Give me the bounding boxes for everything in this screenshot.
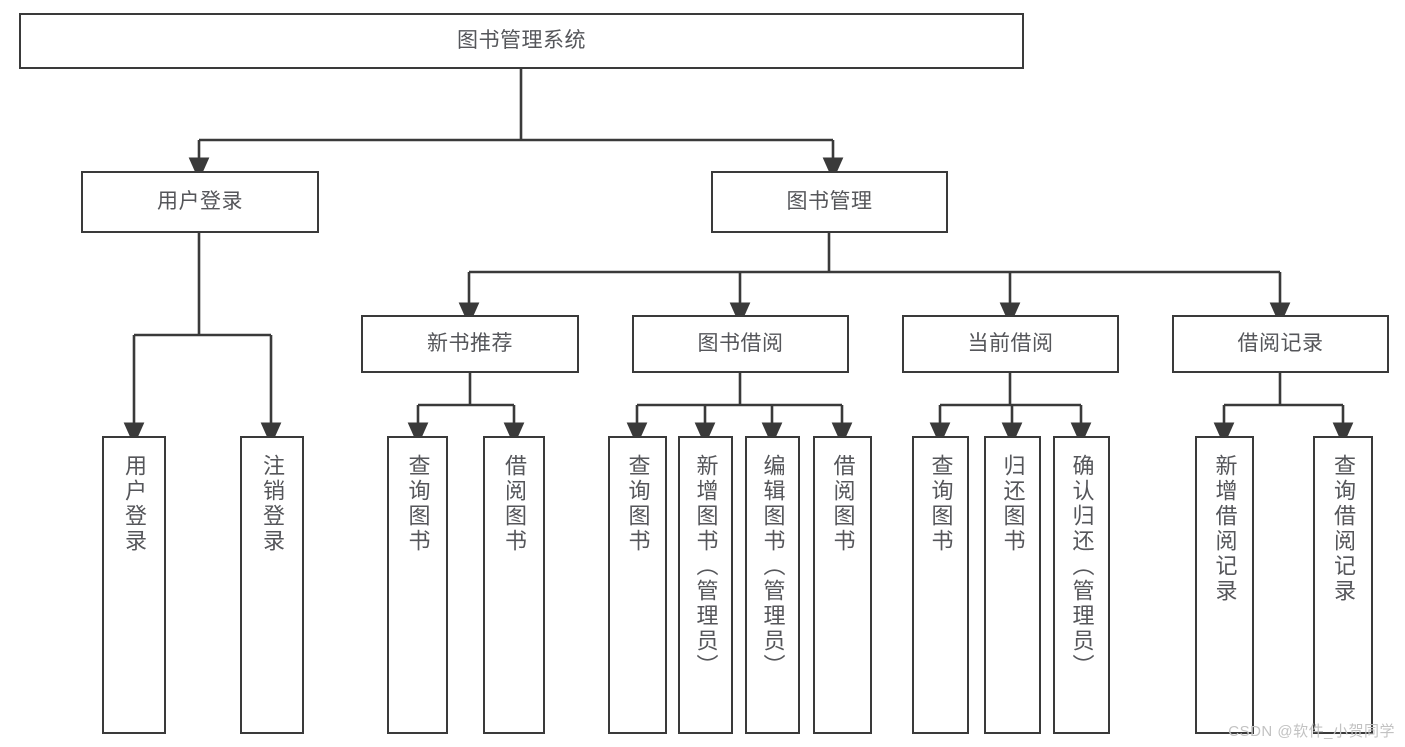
node-leaf-add-book-label: 新增图书（管理员） xyxy=(693,454,719,679)
node-leaf-return-book[interactable]: 归还图书 xyxy=(984,436,1041,734)
node-book-borrow-label: 图书借阅 xyxy=(697,331,784,355)
node-leaf-query-book-3[interactable]: 查询图书 xyxy=(912,436,969,734)
node-leaf-add-book[interactable]: 新增图书（管理员） xyxy=(678,436,733,734)
node-root-label: 图书管理系统 xyxy=(457,28,586,52)
node-borrow-record[interactable]: 借阅记录 xyxy=(1172,315,1389,373)
node-leaf-query-book-1[interactable]: 查询图书 xyxy=(387,436,448,734)
node-leaf-borrow-book-2-label: 借阅图书 xyxy=(830,454,856,554)
node-leaf-confirm-return[interactable]: 确认归还（管理员） xyxy=(1053,436,1110,734)
node-current-borrow-label: 当前借阅 xyxy=(967,331,1054,355)
watermark: CSDN @软件_小贺同学 xyxy=(1228,723,1395,740)
node-leaf-query-book-2[interactable]: 查询图书 xyxy=(608,436,667,734)
node-new-book-recommend-label: 新书推荐 xyxy=(427,331,513,355)
node-leaf-borrow-book-1-label: 借阅图书 xyxy=(502,454,527,554)
node-leaf-confirm-return-label: 确认归还（管理员） xyxy=(1069,454,1095,679)
node-leaf-query-record[interactable]: 查询借阅记录 xyxy=(1313,436,1373,734)
node-leaf-user-login-label: 用户登录 xyxy=(122,454,147,554)
node-book-manage[interactable]: 图书管理 xyxy=(711,171,948,233)
node-leaf-return-book-label: 归还图书 xyxy=(1000,454,1026,554)
node-leaf-add-record[interactable]: 新增借阅记录 xyxy=(1195,436,1254,734)
node-leaf-borrow-book-1[interactable]: 借阅图书 xyxy=(483,436,545,734)
node-leaf-user-login[interactable]: 用户登录 xyxy=(102,436,166,734)
node-leaf-query-book-3-label: 查询图书 xyxy=(928,454,954,554)
node-leaf-user-logout[interactable]: 注销登录 xyxy=(240,436,304,734)
node-leaf-borrow-book-2[interactable]: 借阅图书 xyxy=(813,436,872,734)
node-leaf-user-logout-label: 注销登录 xyxy=(260,454,285,554)
node-user-login-label: 用户登录 xyxy=(157,189,243,213)
node-leaf-edit-book[interactable]: 编辑图书（管理员） xyxy=(745,436,800,734)
node-leaf-query-book-1-label: 查询图书 xyxy=(405,454,431,554)
node-current-borrow[interactable]: 当前借阅 xyxy=(902,315,1119,373)
node-leaf-query-book-2-label: 查询图书 xyxy=(625,454,651,554)
node-leaf-add-record-label: 新增借阅记录 xyxy=(1212,454,1238,604)
node-book-borrow[interactable]: 图书借阅 xyxy=(632,315,849,373)
node-new-book-recommend[interactable]: 新书推荐 xyxy=(361,315,579,373)
node-borrow-record-label: 借阅记录 xyxy=(1237,331,1324,355)
node-leaf-query-record-label: 查询借阅记录 xyxy=(1331,454,1356,604)
node-book-manage-label: 图书管理 xyxy=(786,189,873,213)
node-user-login[interactable]: 用户登录 xyxy=(81,171,319,233)
node-leaf-edit-book-label: 编辑图书（管理员） xyxy=(760,454,786,679)
node-root[interactable]: 图书管理系统 xyxy=(19,13,1024,69)
